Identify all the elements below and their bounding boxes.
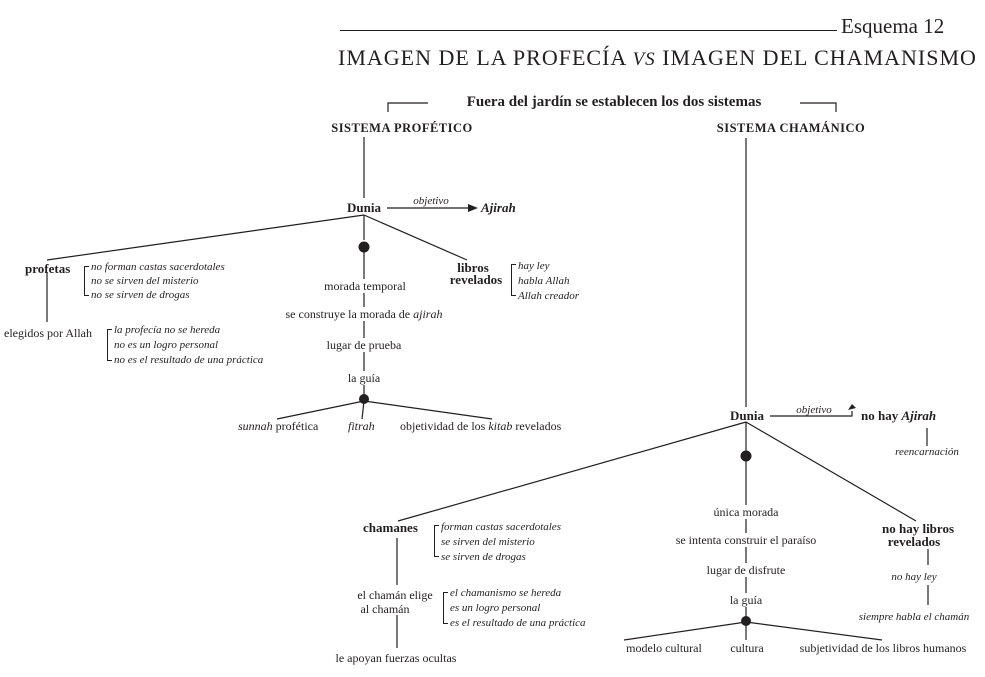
top-caption: Fuera del jardín se establecen los dos s…: [466, 94, 762, 110]
libros-node-line2: revelados: [449, 272, 503, 287]
title-vs: VS: [632, 49, 656, 70]
guide-cultura: cultura: [730, 641, 764, 655]
header-rule: [340, 30, 837, 31]
guide-sunnah: sunnah profética: [238, 419, 318, 433]
guide-modelo-cultural: modelo cultural: [626, 641, 702, 655]
profetas-item: no forman castas sacerdotales: [91, 261, 225, 273]
shamanic-goal-ajirah: Ajirah: [901, 408, 937, 423]
no-libros-node-line1: no hay libros: [881, 521, 955, 536]
shamanic-dunia: Dunia: [730, 408, 764, 423]
chamanes-item: forman castas sacerdotales: [441, 521, 561, 533]
guide-objetividad: objetividad de los kitab revelados: [400, 419, 561, 433]
scheme-label: Esquema 12: [841, 14, 945, 38]
no-libros-node-line2: revelados: [887, 534, 941, 549]
profetas-brace: [84, 266, 89, 296]
guide-sunnah-term: sunnah: [238, 419, 273, 433]
prophetic-chain-construye: se construye la morada de ajirah: [285, 307, 443, 321]
elegidos-brace: [107, 329, 112, 361]
fuerzas-ocultas: le apoyan fuerzas ocultas: [335, 651, 457, 665]
elige-brace: [443, 592, 448, 624]
profetas-item: no se sirven del misterio: [91, 275, 199, 287]
libros-item: Allah creador: [518, 290, 579, 302]
reincarnation-label: reencarnación: [895, 446, 959, 458]
title-part1: IMAGEN DE LA PROFECÍA: [338, 45, 627, 70]
page-title: IMAGEN DE LA PROFECÍA VS IMAGEN DEL CHAM…: [338, 44, 977, 74]
prophetic-goal-ajirah: Ajirah: [481, 200, 516, 215]
elige-item: es un logro personal: [450, 602, 541, 614]
title-part2: IMAGEN DEL CHAMANISMO: [662, 45, 977, 70]
elegidos-item: no es un logro personal: [114, 339, 219, 351]
shamanic-chain-disfrute: lugar de disfrute: [706, 563, 786, 577]
chamanes-item: se sirven del misterio: [441, 536, 535, 548]
profetas-item: no se sirven de drogas: [91, 289, 190, 301]
construye-ajirah: ajirah: [413, 307, 443, 321]
elegidos-item: no es el resultado de una práctica: [114, 354, 264, 366]
elige-node-line1: el chamán elige: [357, 588, 433, 602]
guide-sunnah-rest: profética: [275, 419, 319, 433]
prophetic-objetivo-label: objetivo: [413, 195, 449, 207]
shamanic-chain-paraiso: se intenta construir el paraíso: [675, 533, 817, 547]
no-ley-label: no hay ley: [891, 571, 937, 583]
libros-item: habla Allah: [518, 275, 570, 287]
libros-node-line1: libros: [457, 260, 489, 275]
libros-brace: [511, 264, 516, 296]
chamanes-node: chamanes: [363, 520, 418, 535]
shamanic-goal-prefix: no hay: [861, 408, 899, 423]
prophetic-dunia: Dunia: [347, 200, 381, 215]
elegidos-node: elegidos por Allah: [4, 326, 92, 340]
shamanic-chain-morada: única morada: [713, 505, 779, 519]
chamanes-brace: [434, 525, 439, 557]
elegidos-item: la profecía no se hereda: [114, 324, 221, 336]
elige-node-line2: al chamán: [360, 602, 410, 616]
habla-chaman-label: siempre habla el chamán: [858, 611, 970, 623]
guide-fitrah-term: fitrah: [348, 419, 375, 433]
guide-objetividad-text: objetividad de los: [400, 419, 486, 433]
elige-item: el chamanismo se hereda: [450, 587, 562, 599]
shamanic-objetivo-label: objetivo: [796, 404, 832, 416]
chamanes-item: se sirven de drogas: [441, 551, 526, 563]
elige-item: es el resultado de una práctica: [450, 617, 586, 629]
guide-fitrah: fitrah: [348, 419, 375, 433]
prophetic-chain-prueba: lugar de prueba: [326, 338, 402, 352]
profetas-node: profetas: [25, 261, 71, 276]
guide-subjetividad: subjetividad de los libros humanos: [799, 641, 967, 655]
shamanic-chain-guia: la guía: [729, 593, 763, 607]
guide-revelados: revelados: [515, 419, 562, 433]
prophetic-heading: SISTEMA PROFÉTICO: [331, 121, 473, 135]
prophetic-chain-guia: la guía: [347, 371, 381, 385]
shamanic-heading: SISTEMA CHAMÁNICO: [716, 121, 866, 135]
construye-text: se construye la morada de: [285, 307, 411, 321]
prophetic-chain-morada: morada temporal: [324, 279, 406, 293]
libros-item: hay ley: [518, 260, 550, 272]
guide-kitab: kitab: [488, 419, 513, 433]
shamanic-goal: no hay Ajirah: [861, 409, 936, 423]
